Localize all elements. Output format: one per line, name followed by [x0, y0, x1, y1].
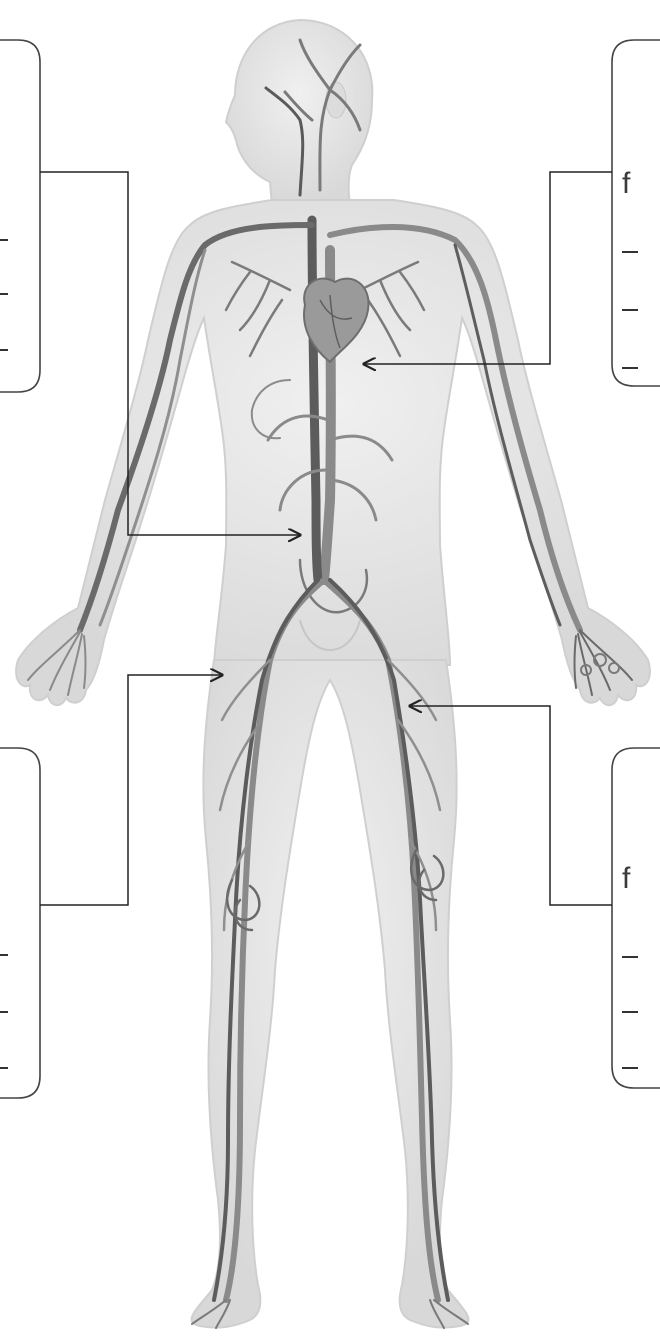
bottom-right-label-fragment: f	[622, 862, 631, 895]
human-figure	[16, 20, 650, 1328]
label-box-bottom-left	[0, 748, 40, 1098]
blood-vessels	[28, 40, 632, 1328]
leader-bottom-left	[40, 675, 222, 905]
label-box-top-right: f	[612, 40, 660, 386]
top-right-label-fragment: f	[622, 167, 631, 200]
label-box-top-left	[0, 40, 40, 392]
label-box-bottom-right: f	[612, 748, 660, 1088]
